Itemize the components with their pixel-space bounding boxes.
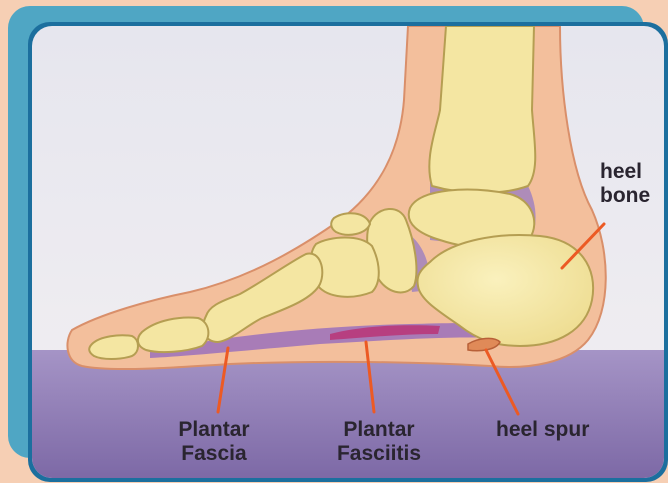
plantar-fascia-label: Plantar Fascia	[166, 418, 262, 466]
plantar-fasciitis-label: Plantar Fasciitis	[324, 418, 434, 466]
heel-spur-label-text: heel spur	[496, 418, 589, 442]
tibia-bone	[429, 26, 535, 193]
heel-bone-label-line2: bone	[600, 184, 650, 208]
plantar-fascia-label-line2: Fascia	[166, 442, 262, 466]
heel-bone-label: heel bone	[600, 160, 650, 208]
plantar-fasciitis-label-line2: Fasciitis	[324, 442, 434, 466]
heel-spur-label: heel spur	[496, 418, 589, 442]
plantar-fascia-label-line1: Plantar	[166, 418, 262, 442]
small-tarsal-bone	[331, 213, 370, 235]
plantar-fasciitis-label-line1: Plantar	[324, 418, 434, 442]
heel-bone-label-line1: heel	[600, 160, 650, 184]
